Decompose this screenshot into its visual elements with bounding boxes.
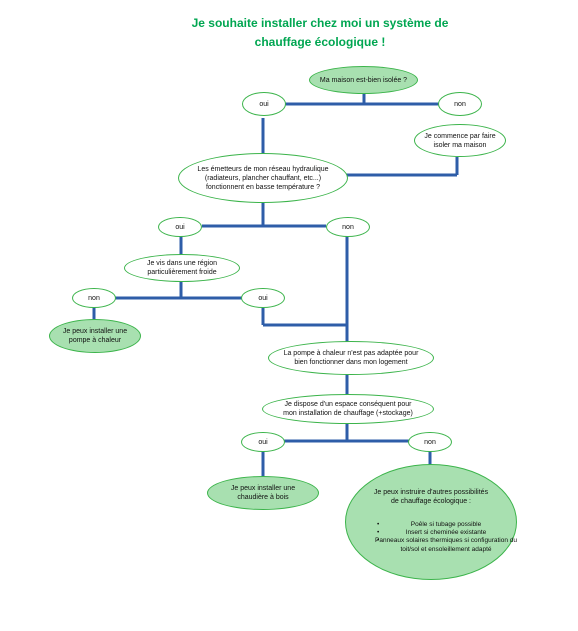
- answer-region-oui: oui: [241, 288, 285, 308]
- answer-emetteurs-oui: oui: [158, 217, 202, 237]
- action-isoler-maison: Je commence par faire isoler ma maison: [414, 124, 506, 157]
- answer-region-non: non: [72, 288, 116, 308]
- answer-isolation-non: non: [438, 92, 482, 116]
- diagram-title: Je souhaite installer chez moi un systèm…: [191, 16, 449, 49]
- result-pompe-a-chaleur: Je peux installer une pompe à chaleur: [49, 319, 141, 353]
- answer-emetteurs-non: non: [326, 217, 370, 237]
- list-item: Poêle si tubage possible: [375, 521, 517, 529]
- question-region-froide: Je vis dans une région particulièrement …: [124, 254, 240, 282]
- result-chaudiere-bois: Je peux installer une chaudière à bois: [207, 476, 319, 510]
- answer-isolation-oui: oui: [242, 92, 286, 116]
- question-emetteurs: Les émetteurs de mon réseau hydraulique …: [178, 153, 348, 203]
- answer-espace-non: non: [408, 432, 452, 452]
- list-item: Insert si cheminée existante: [375, 529, 517, 537]
- autres-possibilites-list: Poêle si tubage possible Insert si chemi…: [375, 521, 517, 554]
- statement-pac-non-adaptee: La pompe à chaleur n'est pas adaptée pou…: [268, 341, 434, 375]
- answer-espace-oui: oui: [241, 432, 285, 452]
- question-isolation: Ma maison est-bien isolée ?: [309, 66, 418, 94]
- question-espace-consequent: Je dispose d'un espace conséquent pour m…: [262, 394, 434, 424]
- list-item: Panneaux solaires thermiques si configur…: [375, 537, 517, 553]
